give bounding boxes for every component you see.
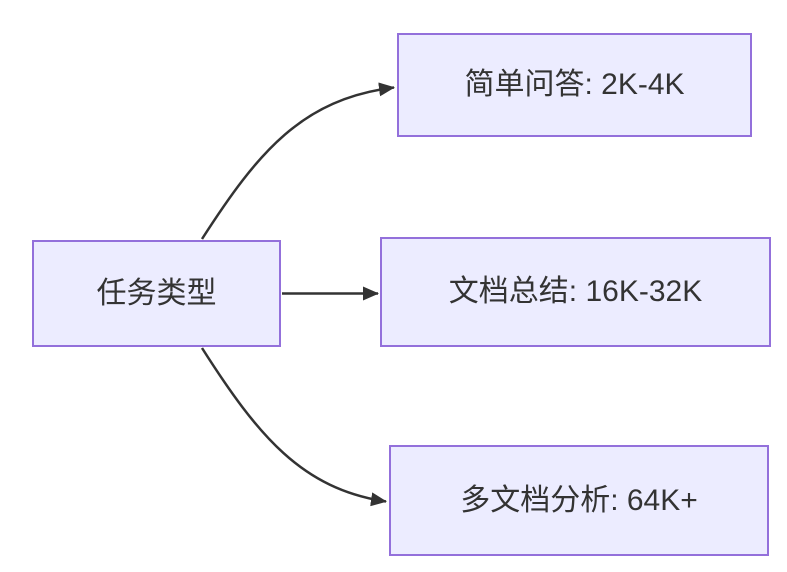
node-task-type: 任务类型 — [32, 240, 281, 347]
edge-root-to-simple-qa — [200, 82, 395, 240]
node-task-type-label: 任务类型 — [96, 276, 217, 310]
node-simple-qa-label: 简单问答: 2K-4K — [464, 68, 685, 101]
node-doc-summary-label: 文档总结: 16K-32K — [448, 275, 703, 308]
node-multi-doc-label: 多文档分析: 64K+ — [460, 483, 698, 517]
edge-root-to-multi-doc — [200, 347, 387, 507]
node-simple-qa: 简单问答: 2K-4K — [397, 33, 752, 137]
node-multi-doc: 多文档分析: 64K+ — [389, 445, 769, 556]
node-doc-summary: 文档总结: 16K-32K — [380, 237, 771, 347]
